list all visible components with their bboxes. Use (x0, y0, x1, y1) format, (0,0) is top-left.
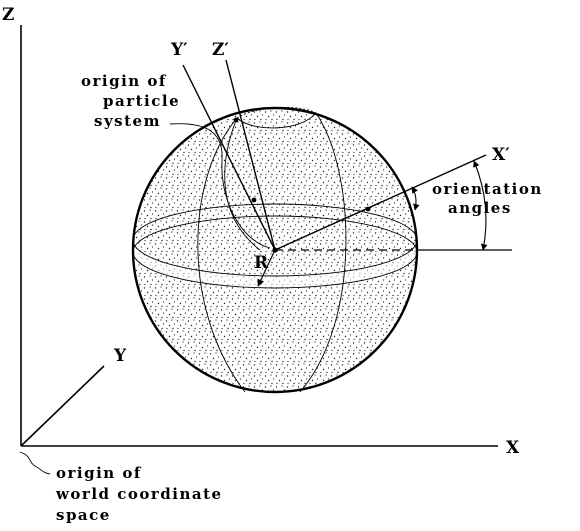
local-x-label: X′ (492, 145, 510, 165)
world-origin-line-3: space (56, 506, 111, 524)
local-axes (182, 59, 512, 287)
angle-arc-1 (411, 186, 420, 211)
orientation-line-2: angles (448, 199, 512, 217)
world-origin-label: origin of world coordinate space (55, 464, 229, 524)
world-x-label: X (506, 438, 520, 458)
local-y-label: Y′ (170, 40, 188, 60)
radius-label: R (254, 253, 269, 273)
particle-origin-line-2: particle (103, 92, 180, 110)
orientation-angle-arcs (411, 160, 488, 251)
local-z-label: Z′ (212, 40, 229, 60)
angle-arc-2 (473, 160, 488, 251)
world-axes (20, 25, 498, 447)
particle-origin-label: origin of particle system (81, 72, 187, 130)
meridian-right (299, 112, 347, 393)
particle-origin-leader (169, 123, 271, 249)
sphere-outline (131, 106, 419, 394)
particle-origin-line-1: origin of (81, 72, 167, 90)
local-y-axis (182, 64, 276, 251)
world-origin-leader (19, 451, 51, 475)
y-axis-intersect-point (251, 197, 257, 203)
radius-arrow (257, 249, 276, 287)
meridian-front (224, 117, 261, 251)
particle-origin-point (272, 247, 278, 253)
equator-band (133, 240, 417, 288)
orientation-line-1: orientation (432, 180, 543, 198)
local-x-axis (274, 154, 487, 251)
world-origin-line-1: origin of (56, 464, 142, 482)
meridian-left (197, 117, 246, 393)
world-origin-line-2: world coordinate (55, 485, 223, 503)
world-y-axis (20, 365, 105, 447)
particle-origin-line-3: system (94, 112, 161, 130)
orientation-angles-label: orientation angles (432, 180, 549, 217)
leader-lines (19, 123, 271, 475)
world-z-label: Z (2, 5, 14, 25)
x-axis-surface-point (365, 206, 371, 212)
local-z-axis (225, 59, 276, 251)
world-y-label: Y (113, 346, 127, 366)
z-axis-surface-point (233, 117, 239, 123)
